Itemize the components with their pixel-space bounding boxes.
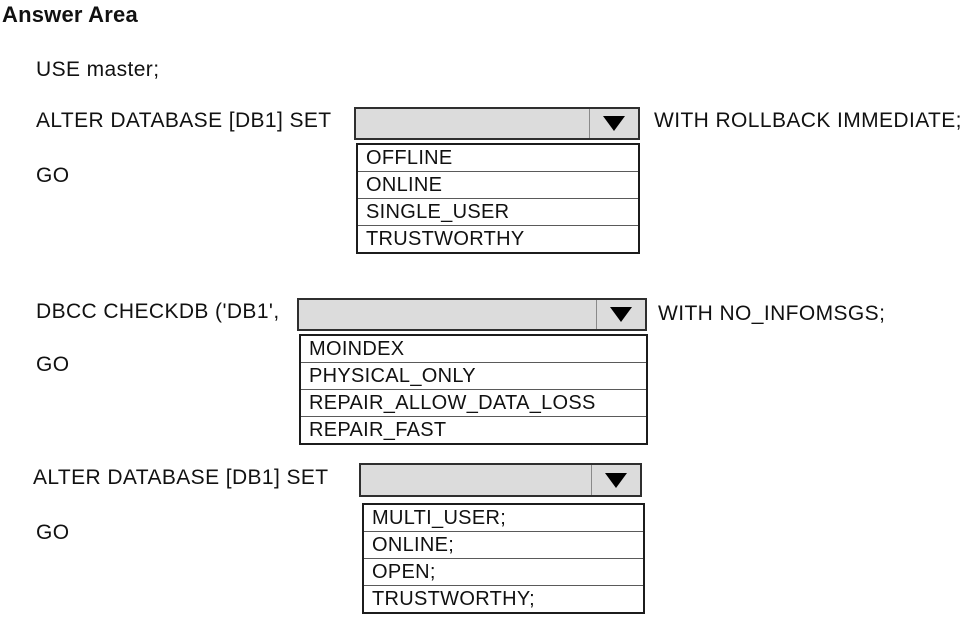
go-label-2: GO — [36, 353, 70, 376]
dropdown-arrow-icon — [610, 307, 632, 322]
dropdown-1-options-list: OFFLINE ONLINE SINGLE_USER TRUSTWORTHY — [356, 143, 640, 254]
sql-prefix-1: ALTER DATABASE [DB1] SET — [36, 109, 332, 132]
dropdown-2-option[interactable]: REPAIR_ALLOW_DATA_LOSS — [301, 389, 646, 416]
dropdown-1-selected-value[interactable] — [356, 109, 589, 138]
dropdown-2-option[interactable]: PHYSICAL_ONLY — [301, 362, 646, 389]
dropdown-3-options-list: MULTI_USER; ONLINE; OPEN; TRUSTWORTHY; — [362, 503, 645, 614]
dropdown-1-option[interactable]: OFFLINE — [366, 147, 453, 169]
page-title: Answer Area — [2, 2, 138, 27]
dropdown-3-option[interactable]: OPEN; — [364, 558, 643, 585]
dropdown-3-option[interactable]: ONLINE; — [364, 531, 643, 558]
dropdown-3-option[interactable]: TRUSTWORTHY; — [364, 585, 643, 612]
dropdown-1-option[interactable]: SINGLE_USER — [358, 198, 638, 225]
sql-prefix-3: ALTER DATABASE [DB1] SET — [33, 466, 329, 489]
sql-line-use: USE master; — [36, 58, 160, 81]
dropdown-2-option[interactable]: MOINDEX — [309, 338, 405, 360]
dropdown-2[interactable] — [297, 298, 647, 331]
sql-suffix-2: WITH NO_INFOMSGS; — [658, 302, 886, 325]
dropdown-2-options-list: MOINDEX PHYSICAL_ONLY REPAIR_ALLOW_DATA_… — [299, 334, 648, 445]
dropdown-1-arrow-button[interactable] — [589, 109, 638, 138]
dropdown-3-arrow-button[interactable] — [591, 465, 640, 495]
dropdown-1-option[interactable]: TRUSTWORTHY — [358, 225, 638, 252]
sql-suffix-1: WITH ROLLBACK IMMEDIATE; — [654, 109, 962, 132]
dropdown-3-selected-value[interactable] — [361, 465, 591, 495]
dropdown-arrow-icon — [605, 472, 627, 488]
dropdown-2-arrow-button[interactable] — [596, 300, 645, 329]
sql-prefix-2: DBCC CHECKDB ('DB1', — [36, 300, 280, 323]
dropdown-3-option[interactable]: MULTI_USER; — [372, 507, 507, 529]
dropdown-arrow-icon — [603, 116, 625, 131]
go-label-1: GO — [36, 164, 70, 187]
go-label-3: GO — [36, 521, 70, 544]
dropdown-1[interactable] — [354, 107, 640, 140]
dropdown-1-option[interactable]: ONLINE — [358, 171, 638, 198]
dropdown-2-option[interactable]: REPAIR_FAST — [301, 416, 646, 443]
dropdown-2-selected-value[interactable] — [299, 300, 596, 329]
dropdown-3[interactable] — [359, 463, 642, 497]
